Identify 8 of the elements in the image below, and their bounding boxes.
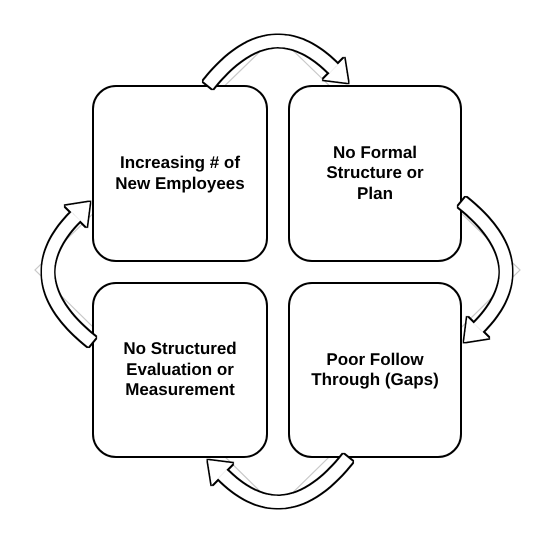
- box-label: No Structured Evaluation or Measurement: [122, 339, 238, 401]
- process-box: [288, 282, 462, 458]
- box-label: Poor Follow Through (Gaps): [310, 350, 440, 390]
- process-box: [92, 85, 268, 262]
- box-label: Increasing # of New Employees: [114, 153, 246, 194]
- box-label: No Formal Structure or Plan: [325, 142, 425, 204]
- process-box: [288, 85, 462, 262]
- process-box: [92, 282, 268, 458]
